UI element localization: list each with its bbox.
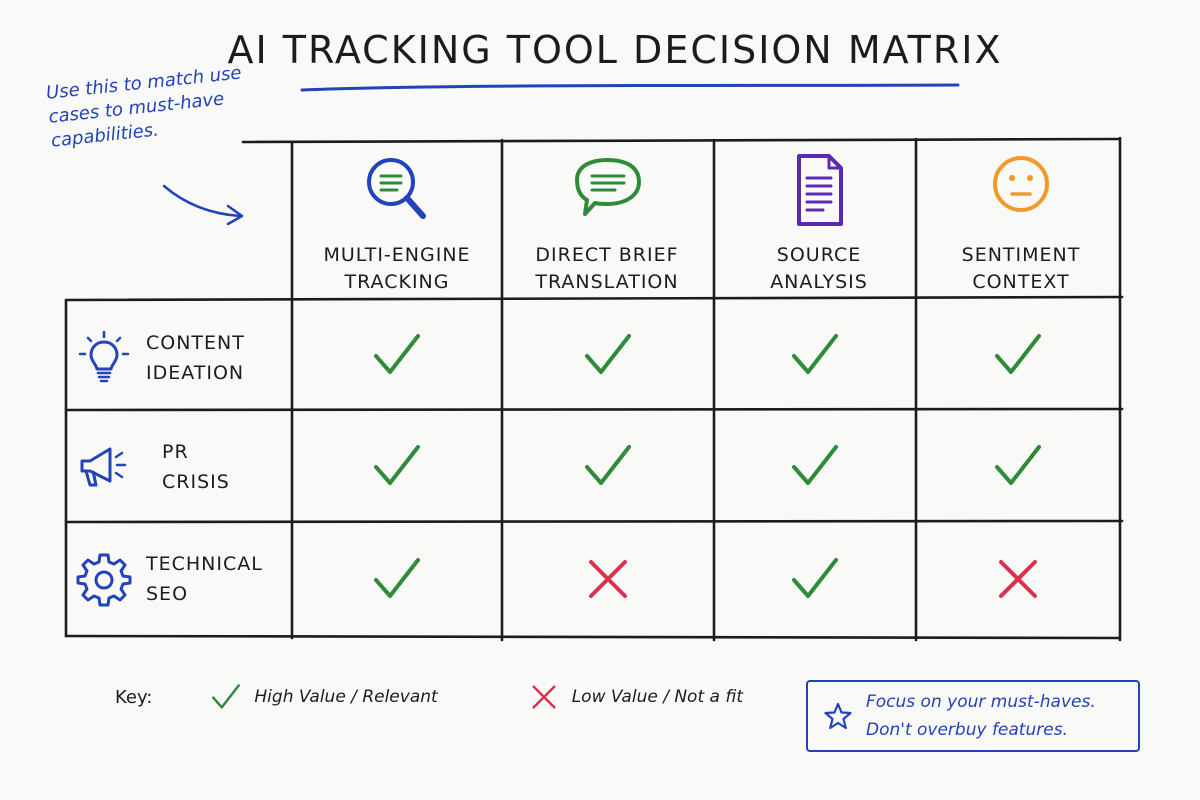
speech-bubble-icon xyxy=(575,158,641,216)
matrix-cell xyxy=(916,410,1120,522)
check-icon xyxy=(374,558,420,598)
callout-text: Focus on your must-haves. Don't overbuy … xyxy=(866,692,1096,740)
check-icon xyxy=(995,334,1041,374)
check-icon xyxy=(585,445,631,485)
row-header-pr-crisis: PR CRISIS xyxy=(68,412,290,522)
megaphone-icon xyxy=(80,447,127,487)
cross-icon xyxy=(999,560,1037,598)
column-header-direct-brief: DIRECT BRIEF TRANSLATION xyxy=(502,150,712,296)
legend-item-low: Low Value / Not a fit xyxy=(528,683,743,711)
column-header-sentiment: SENTIMENT CONTEXT xyxy=(916,150,1126,296)
title-underline xyxy=(300,83,960,92)
row-label: CONTENT IDEATION xyxy=(146,332,245,384)
check-icon xyxy=(792,445,838,485)
matrix-cell xyxy=(714,522,916,636)
check-icon xyxy=(792,334,838,374)
check-icon xyxy=(995,445,1041,485)
matrix-cell xyxy=(502,410,714,522)
document-icon xyxy=(797,154,843,226)
column-header-multi-engine: MULTI-ENGINE TRACKING xyxy=(292,150,502,296)
matrix-cell xyxy=(292,410,502,522)
column-header-source-analysis: SOURCE ANALYSIS xyxy=(714,150,924,296)
legend-label-low: Low Value / Not a fit xyxy=(571,687,743,707)
legend-item-high: High Value / Relevant xyxy=(210,683,438,711)
legend-title: Key: xyxy=(115,686,153,708)
legend-label-high: High Value / Relevant xyxy=(254,687,438,707)
column-label: SOURCE ANALYSIS xyxy=(770,244,868,293)
check-icon xyxy=(212,684,241,709)
check-icon xyxy=(792,558,838,598)
matrix-cell xyxy=(292,300,502,410)
star-icon xyxy=(824,702,852,730)
neutral-face-icon xyxy=(993,156,1049,212)
row-header-technical-seo: TECHNICAL SEO xyxy=(68,524,290,634)
cross-icon xyxy=(532,685,556,709)
check-icon xyxy=(374,334,420,374)
lightbulb-icon xyxy=(78,330,130,383)
note-arrow-icon xyxy=(162,184,244,226)
matrix-cell xyxy=(714,410,916,522)
column-label: SENTIMENT CONTEXT xyxy=(961,244,1081,293)
gear-icon xyxy=(76,553,132,607)
matrix-cell xyxy=(916,300,1120,410)
check-icon xyxy=(374,445,420,485)
matrix-cell xyxy=(502,300,714,410)
row-header-content-ideation: CONTENT IDEATION xyxy=(68,303,290,413)
page-title: AI TRACKING TOOL DECISION MATRIX xyxy=(227,28,1003,72)
magnifier-icon xyxy=(367,158,426,219)
matrix-cell xyxy=(292,522,502,636)
column-label: MULTI-ENGINE TRACKING xyxy=(323,244,471,293)
row-label: PR CRISIS xyxy=(162,441,230,493)
matrix-cell xyxy=(916,522,1120,636)
cross-icon xyxy=(589,560,627,598)
callout-box: Focus on your must-haves. Don't overbuy … xyxy=(806,680,1140,752)
column-label: DIRECT BRIEF TRANSLATION xyxy=(535,244,679,293)
matrix-cell xyxy=(714,300,916,410)
row-label: TECHNICAL SEO xyxy=(146,553,263,605)
check-icon xyxy=(585,334,631,374)
matrix-cell xyxy=(502,522,714,636)
legend: Key: High Value / Relevant Low Value / N… xyxy=(115,682,833,712)
